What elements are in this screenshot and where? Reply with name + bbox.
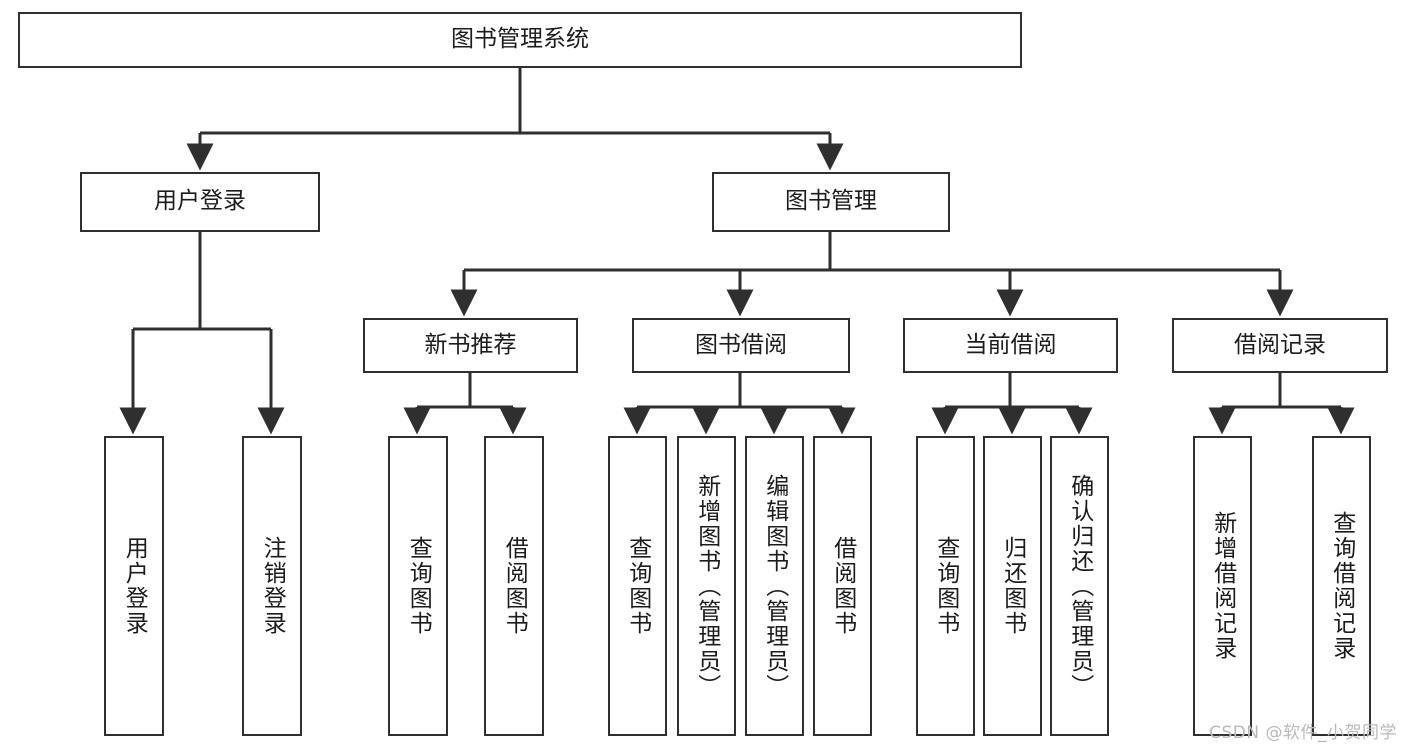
node-root[interactable]: 图书管理系统	[18, 12, 1022, 68]
leaf-add-record-label: 新增借阅记录	[1209, 511, 1236, 661]
leaf-confirm-return[interactable]: 确认归还（管理员）	[1050, 436, 1109, 736]
leaf-edit-book-label: 编辑图书（管理员）	[761, 473, 788, 699]
node-user-login[interactable]: 用户登录	[80, 172, 320, 232]
leaf-borrow-book-2-label: 借阅图书	[829, 536, 856, 636]
leaf-query-record-label: 查询借阅记录	[1328, 511, 1355, 661]
leaf-add-book-label: 新增图书（管理员）	[693, 473, 720, 699]
leaf-confirm-return-label: 确认归还（管理员）	[1066, 473, 1093, 699]
leaf-query-book-1[interactable]: 查询图书	[388, 436, 448, 736]
node-book-borrow[interactable]: 图书借阅	[632, 318, 850, 373]
node-borrow-record-label: 借阅记录	[1234, 331, 1326, 358]
watermark: CSDN @软件_小贺同学	[1209, 723, 1397, 743]
leaf-query-book-3[interactable]: 查询图书	[916, 436, 975, 736]
leaf-query-book-2-label: 查询图书	[624, 536, 651, 636]
node-current-borrow[interactable]: 当前借阅	[903, 318, 1118, 373]
node-book-borrow-label: 图书借阅	[695, 331, 787, 358]
leaf-query-book-3-label: 查询图书	[932, 536, 959, 636]
leaf-borrow-book-2[interactable]: 借阅图书	[813, 436, 872, 736]
leaf-query-book-1-label: 查询图书	[405, 536, 432, 636]
leaf-return-book-label: 归还图书	[999, 536, 1026, 636]
leaf-user-logout-label: 注销登录	[259, 536, 286, 636]
leaf-borrow-book-1-label: 借阅图书	[501, 536, 528, 636]
leaf-query-record[interactable]: 查询借阅记录	[1312, 436, 1371, 736]
node-book-management-label: 图书管理	[785, 188, 877, 215]
node-new-book-recommend-label: 新书推荐	[424, 331, 517, 358]
leaf-user-logout[interactable]: 注销登录	[242, 436, 302, 736]
leaf-add-record[interactable]: 新增借阅记录	[1193, 436, 1252, 736]
node-borrow-record[interactable]: 借阅记录	[1172, 318, 1388, 373]
node-book-management[interactable]: 图书管理	[712, 172, 950, 232]
leaf-edit-book[interactable]: 编辑图书（管理员）	[745, 436, 804, 736]
leaf-user-login[interactable]: 用户登录	[104, 436, 164, 736]
leaf-user-login-label: 用户登录	[121, 536, 148, 636]
leaf-query-book-2[interactable]: 查询图书	[608, 436, 667, 736]
leaf-borrow-book-1[interactable]: 借阅图书	[484, 436, 544, 736]
leaf-add-book[interactable]: 新增图书（管理员）	[677, 436, 736, 736]
node-root-label: 图书管理系统	[451, 26, 589, 53]
node-current-borrow-label: 当前借阅	[964, 331, 1057, 358]
leaf-return-book[interactable]: 归还图书	[983, 436, 1042, 736]
node-new-book-recommend[interactable]: 新书推荐	[363, 318, 578, 373]
node-user-login-label: 用户登录	[154, 188, 246, 215]
